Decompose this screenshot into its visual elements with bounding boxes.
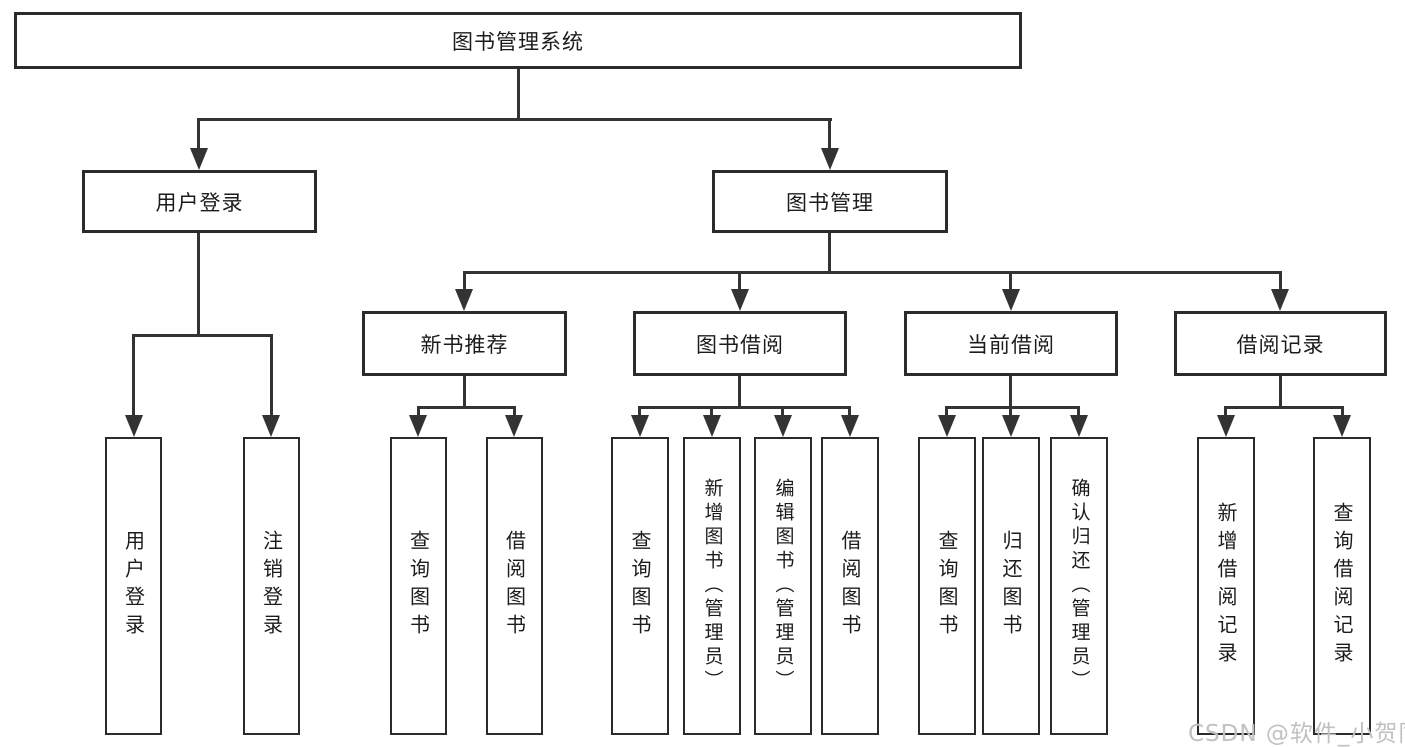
leaf-borrow-books-recommend: 借阅图书 [486,437,543,735]
arrow-down-icon [703,415,721,437]
node-book-borrowing: 图书借阅 [633,311,847,376]
node-label: 用户登录 [121,530,146,642]
connector-line [517,69,520,120]
node-book-management-branch: 图书管理 [712,170,948,233]
arrow-down-icon [841,415,859,437]
arrow-down-icon [190,148,208,170]
connector-line [1279,271,1282,293]
node-label: 借阅图书 [838,530,862,642]
connector-line [738,271,741,293]
arrow-down-icon [262,415,280,437]
connector-line [945,406,1080,409]
connector-line [1224,406,1227,421]
csdn-watermark: CSDN @软件_小贺同学 [1188,721,1405,747]
connector-line [738,375,741,409]
arrow-down-icon [731,289,749,311]
leaf-return-books: 归还图书 [982,437,1040,735]
connector-line [197,233,200,337]
arrow-down-icon [125,415,143,437]
arrow-down-icon [774,415,792,437]
connector-line [463,375,466,409]
node-label: 编辑图书（管理员） [772,478,795,694]
connector-line [417,406,516,409]
node-label: 图书管理 [786,190,874,215]
connector-line [945,406,948,421]
node-new-book-recommendation: 新书推荐 [362,311,567,376]
node-label: 确认归还（管理员） [1068,478,1091,694]
connector-line [197,118,200,152]
node-library-management-system: 图书管理系统 [14,12,1022,69]
arrow-down-icon [821,148,839,170]
node-label: 新书推荐 [420,332,509,357]
node-label: 借阅图书 [502,530,527,642]
leaf-query-books-recommend: 查询图书 [390,437,447,735]
connector-line [132,334,273,337]
node-label: 归还图书 [999,530,1023,642]
node-label: 当前借阅 [967,332,1055,357]
node-user-login-branch: 用户登录 [82,170,317,233]
connector-line [638,406,851,409]
leaf-add-borrow-record: 新增借阅记录 [1197,437,1255,735]
arrow-down-icon [1217,415,1235,437]
arrow-down-icon [1070,415,1088,437]
arrow-down-icon [1271,289,1289,311]
leaf-logout: 注销登录 [243,437,300,735]
node-label: 新增借阅记录 [1214,502,1238,670]
connector-line [513,406,516,421]
node-label: 查询图书 [406,530,431,642]
connector-line [1009,406,1012,421]
node-label: 图书借阅 [696,332,784,357]
connector-line [848,406,851,421]
connector-line [1009,375,1012,409]
arrow-down-icon [938,415,956,437]
connector-line [710,406,713,421]
leaf-user-login: 用户登录 [105,437,162,735]
connector-line [1077,406,1080,421]
connector-line [463,271,1282,274]
node-label: 新增图书（管理员） [701,478,724,694]
connector-line [1224,406,1344,409]
leaf-edit-books-admin: 编辑图书（管理员） [754,437,812,735]
leaf-borrow-books: 借阅图书 [821,437,879,735]
node-label: 查询借阅记录 [1330,502,1354,670]
node-label: 借阅记录 [1236,332,1325,357]
connector-line [417,406,420,421]
leaf-query-borrow-record: 查询借阅记录 [1313,437,1371,735]
node-label: 查询图书 [935,530,959,642]
leaf-query-books-current: 查询图书 [918,437,976,735]
node-label: 用户登录 [155,190,244,215]
arrow-down-icon [455,289,473,311]
connector-line [1009,271,1012,293]
connector-line [828,118,831,152]
node-label: 查询图书 [628,530,652,642]
connector-line [781,406,784,421]
connector-line [463,271,466,293]
arrow-down-icon [1002,415,1020,437]
node-label: 注销登录 [259,530,284,642]
arrow-down-icon [1002,289,1020,311]
arrow-down-icon [1333,415,1351,437]
connector-line [197,118,832,121]
connector-line [270,334,273,419]
node-current-borrowing: 当前借阅 [904,311,1118,376]
node-borrowing-records: 借阅记录 [1174,311,1387,376]
leaf-add-books-admin: 新增图书（管理员） [683,437,741,735]
arrow-down-icon [631,415,649,437]
connector-line [132,334,135,419]
leaf-query-books-borrow: 查询图书 [611,437,669,735]
node-label: 图书管理系统 [452,29,584,54]
arrow-down-icon [505,415,523,437]
connector-line [638,406,641,421]
leaf-confirm-return-admin: 确认归还（管理员） [1050,437,1108,735]
connector-line [1279,375,1282,409]
connector-line [828,233,831,274]
connector-line [1341,406,1344,421]
arrow-down-icon [409,415,427,437]
